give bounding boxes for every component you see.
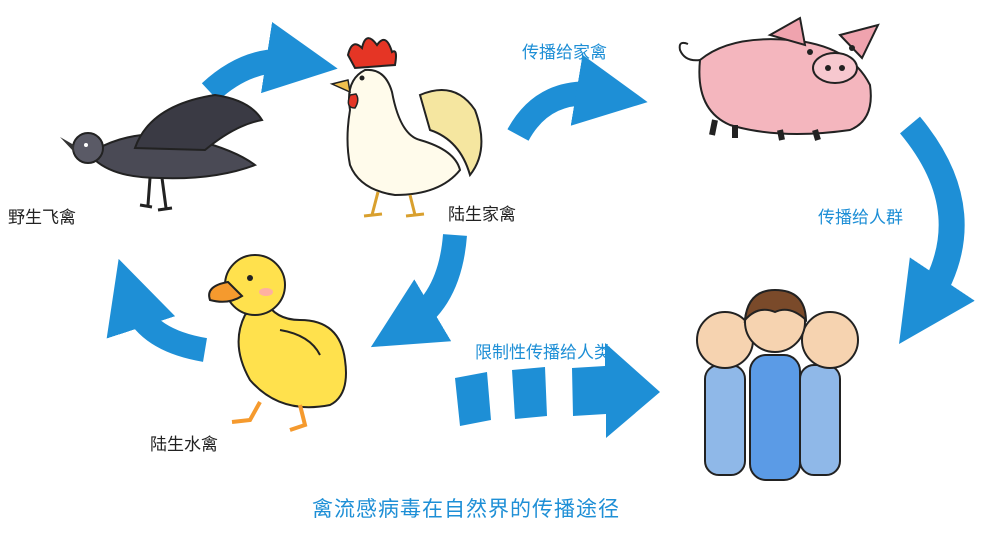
rooster-icon xyxy=(329,37,483,218)
label-water-poultry: 陆生水禽 xyxy=(150,435,218,455)
arrow-pig-to-people xyxy=(899,116,975,344)
label-to-crowd: 传播给人群 xyxy=(818,208,903,228)
label-land-poultry: 陆生家禽 xyxy=(448,205,516,225)
people-icon xyxy=(696,288,859,481)
diagram-title: 禽流感病毒在自然界的传播途径 xyxy=(312,497,620,521)
pig-icon xyxy=(678,16,880,141)
duck-icon xyxy=(208,254,347,432)
label-limited-to-humans: 限制性传播给人类 xyxy=(475,343,611,363)
arrow-duck-to-wild xyxy=(106,258,208,362)
arrow-rooster-to-pig xyxy=(507,54,648,142)
pigeon-icon xyxy=(60,93,264,212)
person-center xyxy=(743,288,808,481)
arrow-wild-to-rooster xyxy=(201,22,338,102)
arrow-limited-to-humans xyxy=(455,343,660,438)
person-right xyxy=(799,311,859,476)
person-left xyxy=(696,311,754,476)
label-to-livestock: 传播给家禽 xyxy=(522,43,607,63)
arrow-rooster-to-duck xyxy=(370,233,467,348)
label-wild-bird: 野生飞禽 xyxy=(8,208,76,228)
